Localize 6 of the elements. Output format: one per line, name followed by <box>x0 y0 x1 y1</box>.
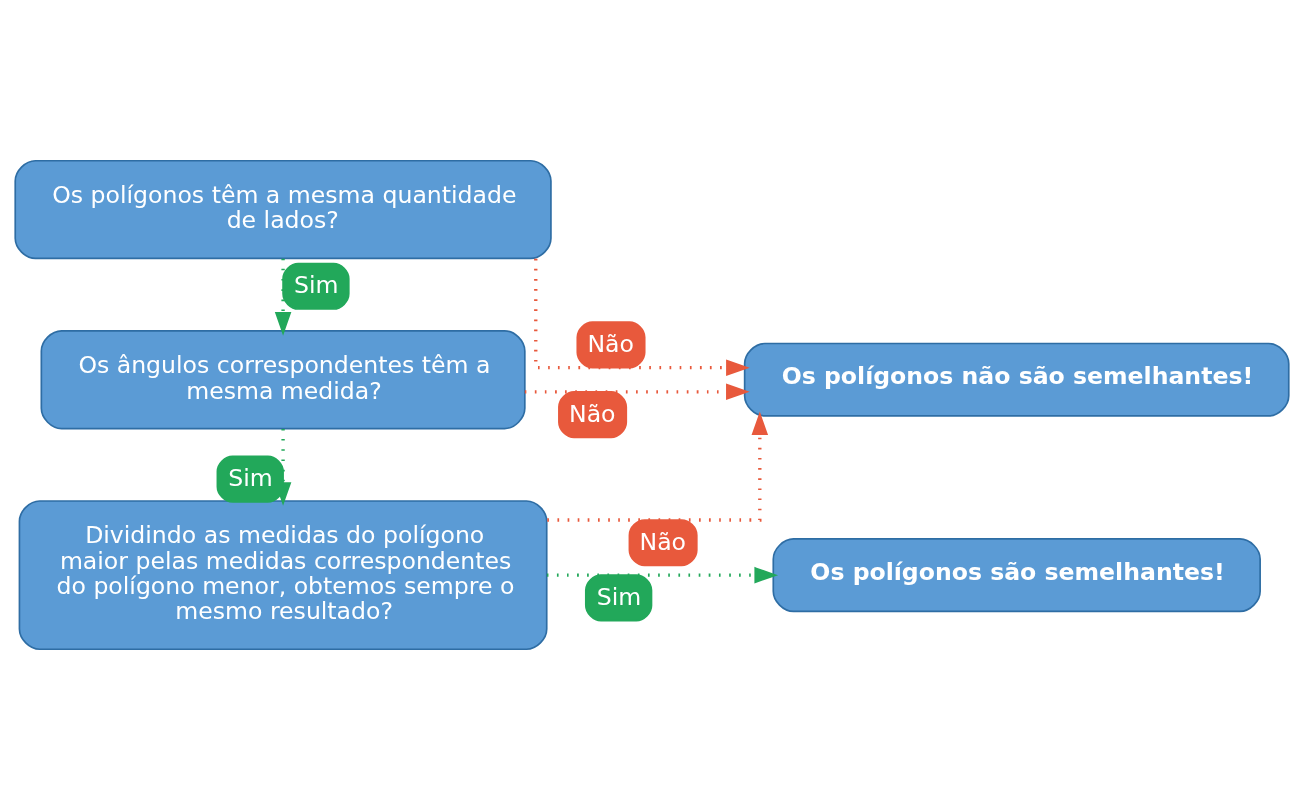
edge-label: Sim <box>596 582 642 611</box>
edge-label: Não <box>587 329 634 358</box>
edge-label: Não <box>569 399 616 428</box>
edge-label: Sim <box>294 270 339 299</box>
edge-label: Sim <box>228 463 273 492</box>
edge-label: Não <box>639 527 687 556</box>
